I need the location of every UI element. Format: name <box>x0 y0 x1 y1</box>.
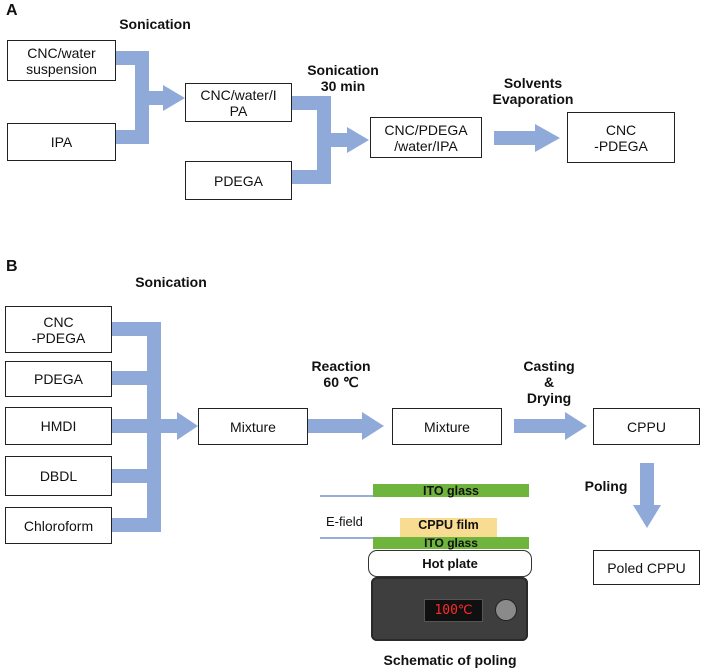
arrow-b-shaft-3 <box>514 419 567 433</box>
box-mixture-2: Mixture <box>392 408 502 445</box>
box-cnc-pdega-water-ipa: CNC/PDEGA /water/IPA <box>370 117 482 158</box>
arrow-b-head-1 <box>177 412 198 440</box>
reaction-label: Reaction 60 ℃ <box>311 358 371 390</box>
arrow-b-stub-3 <box>112 419 152 433</box>
arrow-b-head-3 <box>565 412 587 440</box>
arrow-a-stub-bottom <box>116 130 141 144</box>
schematic-caption: Schematic of poling <box>383 652 517 668</box>
arrow-b-shaft-2 <box>308 419 364 433</box>
box-chloroform: Chloroform <box>5 507 112 544</box>
box-ipa: IPA <box>7 123 116 161</box>
arrow-a-shaft-2 <box>331 133 349 147</box>
sonication-label-a: Sonication <box>119 16 191 32</box>
arrow-b-shaft-4 <box>640 463 654 507</box>
box-hmdi: HMDI <box>5 407 112 445</box>
cppu-film: CPPU film <box>400 518 497 537</box>
arrow-a-stub-top <box>116 51 141 65</box>
efield-label: E-field <box>326 514 363 529</box>
arrow-b-stub-2 <box>112 371 152 385</box>
arrow-b-head-4 <box>633 505 661 528</box>
arrow-a-shaft-1 <box>149 91 165 105</box>
box-cnc-pdega: CNC -PDEGA <box>5 306 112 353</box>
temperature-display: 100℃ <box>424 599 483 622</box>
sonication-30min-label: Sonication 30 min <box>307 62 379 94</box>
sonication-label-b: Sonication <box>135 274 207 290</box>
box-pdega-b: PDEGA <box>5 361 112 397</box>
arrow-a-join <box>135 51 149 144</box>
box-cnc-water-ipa: CNC/water/I PA <box>185 83 292 122</box>
casting-drying-label: Casting & Drying <box>523 358 575 406</box>
box-cppu: CPPU <box>593 408 700 445</box>
arrow-b-stub-1 <box>112 322 152 336</box>
arrow-a-head-3 <box>535 124 560 152</box>
box-cnc-pdega-product: CNC -PDEGA <box>567 112 675 163</box>
arrow-b-stub-4 <box>112 469 152 483</box>
panel-a-label: A <box>6 2 18 19</box>
box-cnc-water-suspension: CNC/water suspension <box>7 40 116 81</box>
arrow-a-stub-bottom-2 <box>292 170 324 184</box>
box-mixture-1: Mixture <box>198 408 308 445</box>
arrow-a-head-1 <box>163 85 185 111</box>
arrow-b-stub-5 <box>112 518 152 532</box>
ito-glass-bottom: ITO glass <box>373 536 529 550</box>
box-dbdl: DBDL <box>5 456 112 496</box>
arrow-a-join-2 <box>317 96 331 184</box>
hot-plate: Hot plate <box>368 550 532 577</box>
panel-b-label: B <box>6 258 18 275</box>
poling-label: Poling <box>584 478 628 494</box>
arrow-b-join <box>147 322 161 532</box>
arrow-a-shaft-3 <box>494 131 537 145</box>
solvents-evaporation-label: Solvents Evaporation <box>492 75 574 107</box>
hot-plate-device: 100℃ <box>371 577 528 641</box>
arrow-b-head-2 <box>362 412 384 440</box>
arrow-a-stub-top-2 <box>292 96 324 110</box>
knob-icon <box>495 599 517 621</box>
box-poled-cppu: Poled CPPU <box>593 550 700 585</box>
box-pdega-a: PDEGA <box>185 161 292 200</box>
ito-glass-top: ITO glass <box>373 484 529 498</box>
arrow-b-shaft-1 <box>161 419 179 433</box>
arrow-a-head-2 <box>347 127 369 153</box>
